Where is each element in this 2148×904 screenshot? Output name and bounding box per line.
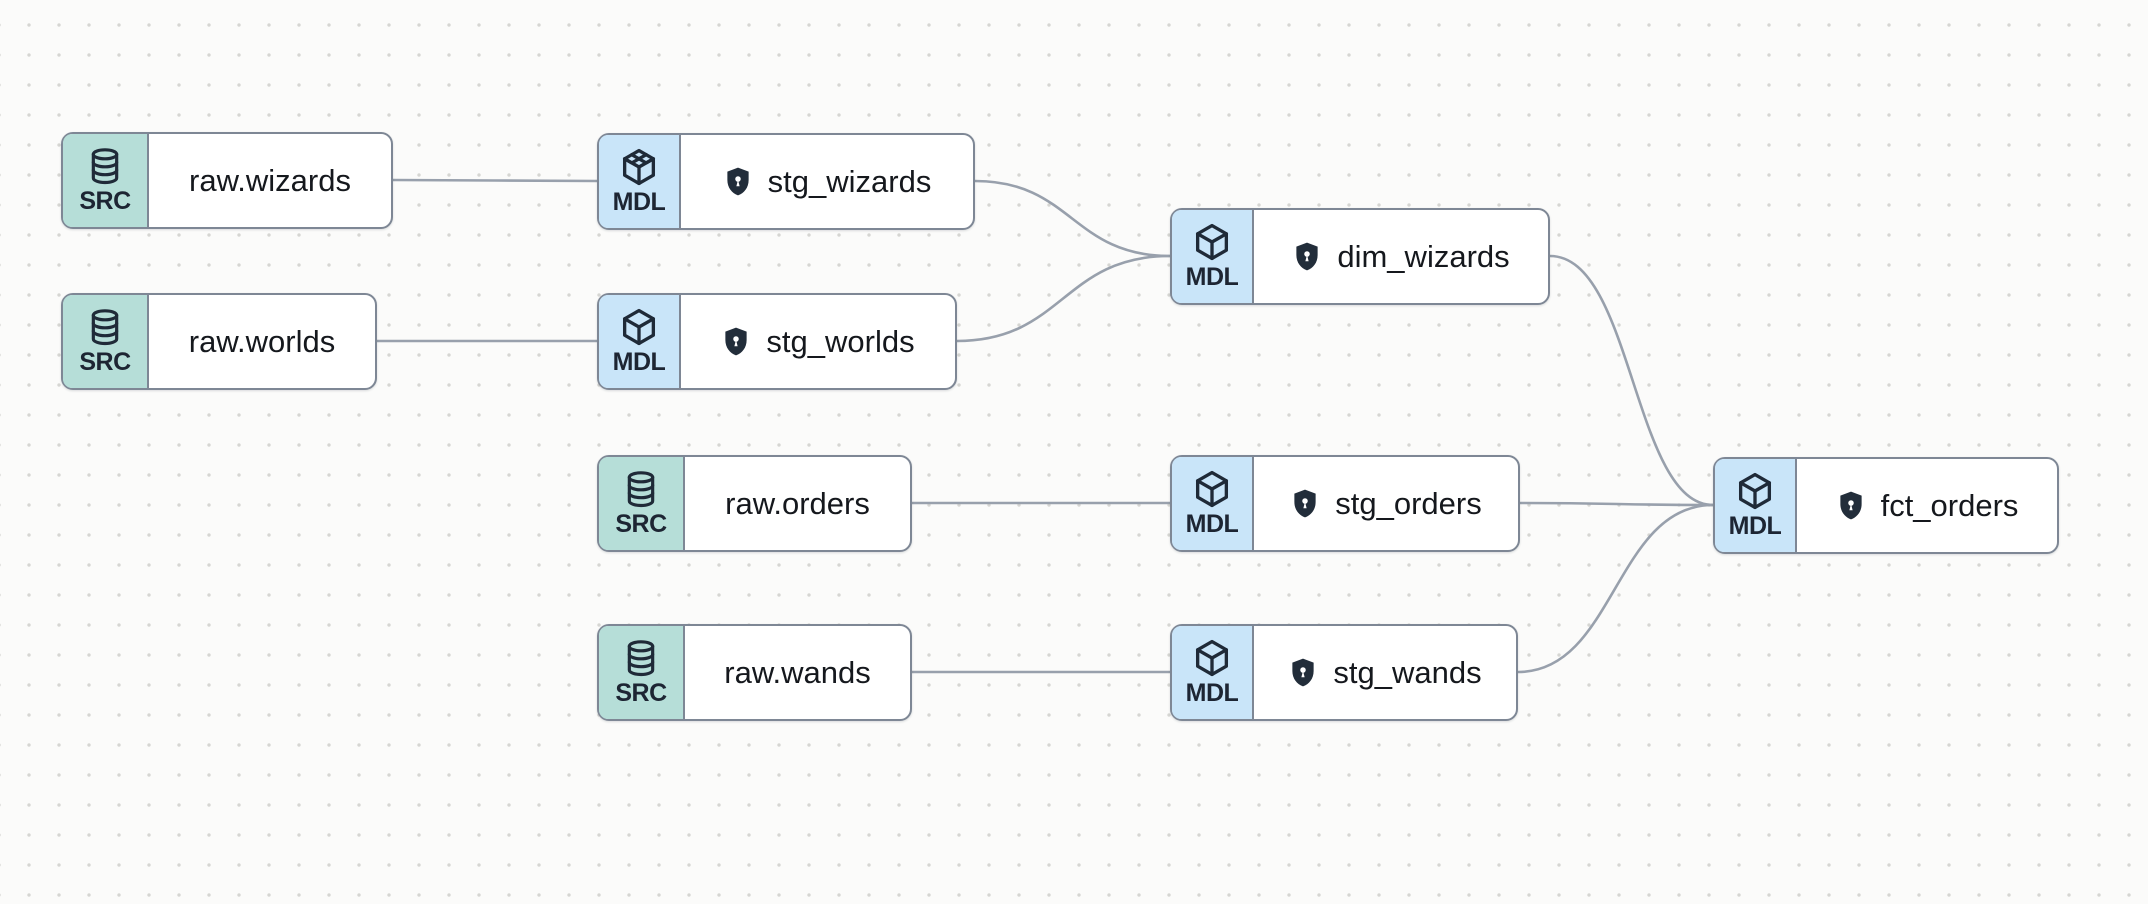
node-raw-wands[interactable]: SRC raw.wands	[597, 624, 912, 721]
node-stg-wands[interactable]: MDL stg_wands	[1170, 624, 1518, 721]
model-type-band: MDL	[599, 135, 681, 228]
node-type-badge: SRC	[615, 679, 667, 707]
database-icon	[627, 640, 655, 677]
node-label: raw.worlds	[188, 323, 336, 359]
cube-icon	[1195, 223, 1229, 261]
cube-icon	[1195, 639, 1229, 677]
model-type-band: MDL	[1172, 457, 1254, 550]
model-type-band: MDL	[1715, 459, 1797, 552]
node-label: stg_orders	[1335, 485, 1482, 521]
node-body: dim_wizards	[1254, 210, 1548, 303]
source-type-band: SRC	[599, 626, 685, 719]
shield-lock-icon	[1292, 658, 1315, 686]
node-fct-orders[interactable]: MDL fct_orders	[1713, 457, 2059, 554]
edge-stg_wands-fct_orders	[1516, 503, 1715, 674]
node-type-badge: MDL	[1185, 679, 1239, 707]
edge-stg_worlds-dim_wizards	[955, 254, 1172, 343]
cube-icon	[622, 148, 656, 186]
node-type-badge: SRC	[79, 187, 131, 215]
node-label: stg_wands	[1333, 654, 1482, 690]
edge-stg_wizards-dim_wizards	[973, 179, 1172, 258]
node-label: raw.orders	[725, 485, 870, 521]
edge-raw.wizards-stg_wizards	[391, 178, 599, 183]
node-body: raw.worlds	[149, 295, 375, 388]
node-label: stg_wizards	[767, 163, 932, 199]
edge-stg_orders-fct_orders	[1518, 501, 1715, 507]
source-type-band: SRC	[599, 457, 685, 550]
source-type-band: SRC	[63, 134, 149, 227]
model-type-band: MDL	[599, 295, 681, 388]
node-type-badge: SRC	[79, 348, 131, 376]
node-type-badge: MDL	[612, 348, 666, 376]
cube-icon	[1195, 470, 1229, 508]
cube-icon	[1738, 472, 1772, 510]
cube-icon	[622, 308, 656, 346]
shield-lock-icon	[727, 167, 749, 195]
node-label: dim_wizards	[1337, 238, 1510, 274]
database-icon	[91, 148, 119, 185]
node-body: raw.orders	[685, 457, 910, 550]
node-label: raw.wands	[724, 654, 871, 690]
node-stg-worlds[interactable]: MDL stg_worlds	[597, 293, 957, 390]
shield-lock-icon	[725, 327, 748, 355]
node-type-badge: MDL	[1185, 263, 1239, 291]
node-label: raw.wizards	[189, 162, 351, 198]
model-type-band: MDL	[1172, 626, 1254, 719]
node-raw-orders[interactable]: SRC raw.orders	[597, 455, 912, 552]
node-type-badge: MDL	[612, 188, 666, 216]
shield-lock-icon	[1296, 242, 1318, 270]
node-body: stg_wands	[1254, 626, 1516, 719]
edge-dim_wizards-fct_orders	[1548, 254, 1715, 507]
node-stg-orders[interactable]: MDL stg_orders	[1170, 455, 1520, 552]
node-type-badge: MDL	[1185, 510, 1239, 538]
model-type-band: MDL	[1172, 210, 1254, 303]
node-body: stg_worlds	[681, 295, 955, 388]
node-dim-wizards[interactable]: MDL dim_wizards	[1170, 208, 1550, 305]
database-icon	[91, 309, 119, 346]
node-type-badge: SRC	[615, 510, 667, 538]
node-raw-worlds[interactable]: SRC raw.worlds	[61, 293, 377, 390]
node-body: raw.wands	[685, 626, 910, 719]
database-icon	[627, 471, 655, 508]
node-body: stg_orders	[1254, 457, 1518, 550]
source-type-band: SRC	[63, 295, 149, 388]
node-raw-wizards[interactable]: SRC raw.wizards	[61, 132, 393, 229]
node-type-badge: MDL	[1728, 512, 1782, 540]
node-body: stg_wizards	[681, 135, 973, 228]
shield-lock-icon	[1839, 491, 1862, 519]
node-label: stg_worlds	[766, 323, 915, 359]
node-label: fct_orders	[1880, 487, 2019, 523]
node-body: fct_orders	[1797, 459, 2057, 552]
node-body: raw.wizards	[149, 134, 391, 227]
node-stg-wizards[interactable]: MDL stg_wizards	[597, 133, 975, 230]
shield-lock-icon	[1294, 489, 1316, 517]
